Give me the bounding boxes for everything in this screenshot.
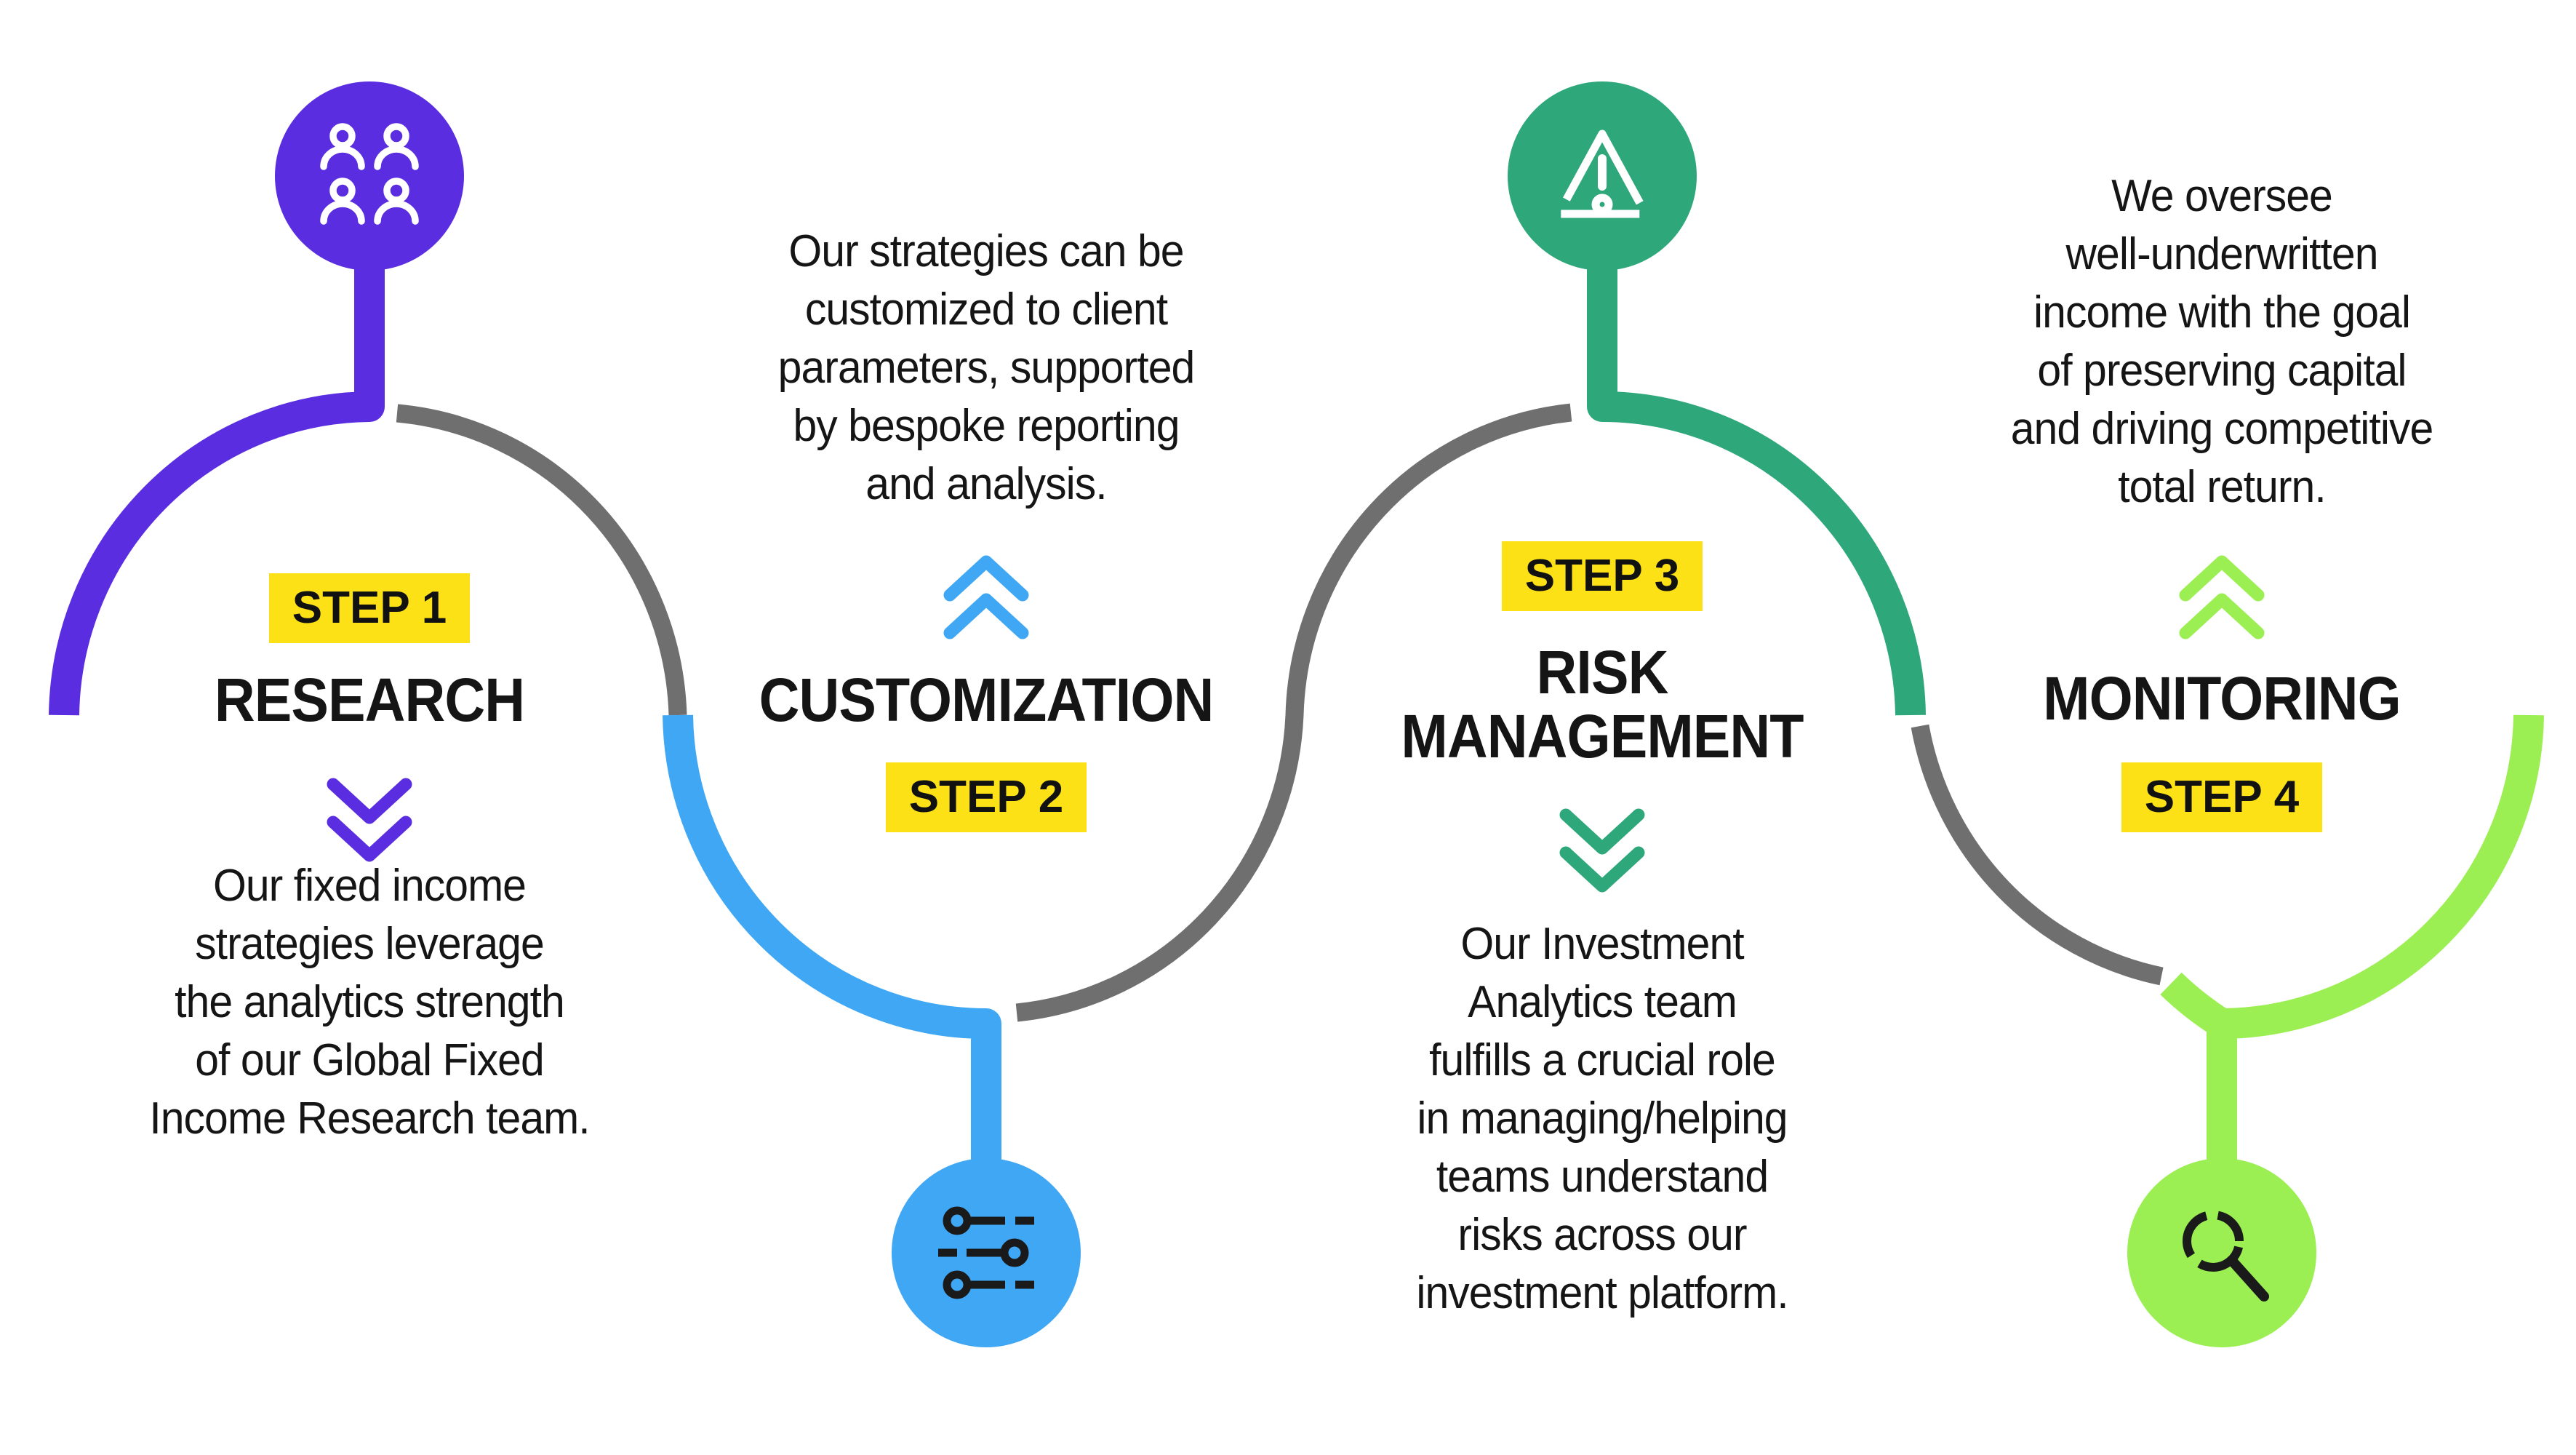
step1-circle bbox=[275, 81, 464, 271]
step4-title: MONITORING bbox=[2043, 664, 2401, 733]
step2-description-wrap: Our strategies can be customized to clie… bbox=[695, 223, 1277, 514]
connector-gray-segment-2 bbox=[1015, 403, 1572, 1022]
step3-title-wrap: RISK MANAGEMENT bbox=[1311, 640, 1893, 768]
step1-title-wrap: RESEARCH bbox=[79, 668, 660, 732]
step4-badge: STEP 4 bbox=[2121, 762, 2323, 832]
step3-description: Our Investment Analytics team fulfills a… bbox=[1416, 919, 1788, 1318]
step3-chevron-double-down-icon bbox=[1559, 808, 1645, 893]
step2-chevron-double-up-icon bbox=[943, 555, 1029, 639]
sliders-icon bbox=[938, 1206, 1034, 1299]
step2-title-wrap: CUSTOMIZATION bbox=[695, 668, 1277, 732]
step3-badge: STEP 3 bbox=[1501, 541, 1703, 611]
step4-title-wrap: MONITORING bbox=[1931, 666, 2513, 730]
step4-description-wrap: We oversee well-underwritten income with… bbox=[1931, 167, 2513, 517]
step3-description-wrap: Our Investment Analytics team fulfills a… bbox=[1311, 915, 1893, 1323]
connector-gray-segment-3 bbox=[1911, 724, 2164, 986]
step3-badge-wrap: STEP 3 bbox=[1311, 541, 1893, 611]
step1-description-wrap: Our fixed income strategies leverage the… bbox=[79, 857, 660, 1148]
magnifier-icon bbox=[2183, 1211, 2269, 1301]
step4-circle bbox=[2127, 1158, 2316, 1347]
wave-step4-lime-stem-segment bbox=[2160, 972, 2237, 1211]
step4-badge-wrap: STEP 4 bbox=[1931, 762, 2513, 832]
step2-badge: STEP 2 bbox=[885, 762, 1087, 832]
step1-chevron-double-down-icon bbox=[327, 778, 412, 862]
warning-triangle-icon bbox=[1554, 129, 1650, 218]
step4-chevron-double-up-icon bbox=[2179, 555, 2265, 639]
wave-step2-blue-segment bbox=[663, 714, 1001, 1211]
wave-step1-purple-segment bbox=[49, 218, 385, 716]
step2-badge-wrap: STEP 2 bbox=[695, 762, 1277, 832]
connector-gray-segment-1 bbox=[396, 404, 687, 716]
step1-badge-wrap: STEP 1 bbox=[79, 573, 660, 643]
step2-description: Our strategies can be customized to clie… bbox=[777, 226, 1196, 509]
wave-step3-green-segment bbox=[1587, 218, 1926, 716]
step1-description: Our fixed income strategies leverage the… bbox=[149, 861, 590, 1144]
step4-description: We oversee well-underwritten income with… bbox=[2010, 171, 2434, 512]
step3-title: RISK MANAGEMENT bbox=[1401, 638, 1804, 770]
wave-step4-lime-tail-segment bbox=[2221, 714, 2544, 1039]
step1-badge: STEP 1 bbox=[268, 573, 471, 643]
step1-title: RESEARCH bbox=[214, 666, 525, 734]
people-team-icon bbox=[320, 123, 419, 225]
step2-title: CUSTOMIZATION bbox=[759, 666, 1215, 734]
